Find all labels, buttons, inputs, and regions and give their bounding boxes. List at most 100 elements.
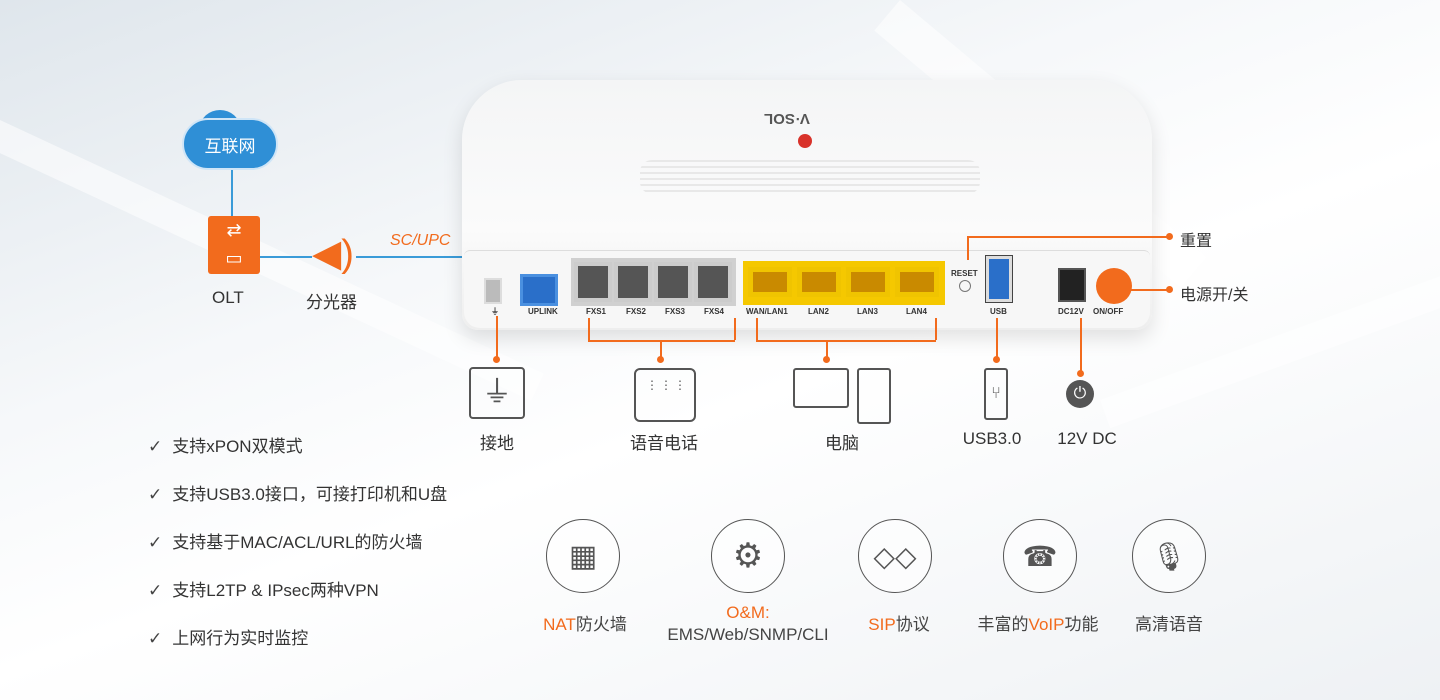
brand-logo: V·SOL bbox=[764, 110, 810, 127]
connector-dot bbox=[993, 356, 1000, 363]
port-label-lan4: LAN4 bbox=[906, 307, 927, 316]
port-label-dc12v: DC12V bbox=[1058, 307, 1084, 316]
label-phone: 语音电话 bbox=[630, 434, 698, 453]
usb-stick-icon: ⑂ bbox=[984, 368, 1008, 420]
firewall-icon: ▦ bbox=[546, 519, 620, 593]
reset-button[interactable] bbox=[959, 280, 971, 292]
port-label-uplink: UPLINK bbox=[528, 307, 558, 316]
connector-label: SC/UPC bbox=[390, 232, 451, 249]
port-label-usb: USB bbox=[990, 307, 1007, 316]
uplink-port bbox=[520, 274, 558, 306]
link-line bbox=[231, 170, 233, 216]
check-item: ✓ 上网行为实时监控 bbox=[148, 624, 308, 649]
fxs-port bbox=[654, 262, 692, 302]
gear-icon: ⚙ bbox=[711, 519, 785, 593]
connector-line bbox=[756, 318, 758, 340]
connector-line bbox=[826, 340, 828, 358]
check-text: 上网行为实时监控 bbox=[172, 629, 309, 648]
connector-line bbox=[588, 340, 735, 342]
label-pc: 电脑 bbox=[825, 434, 859, 453]
check-text: 支持xPON双模式 bbox=[172, 437, 303, 456]
connector-line bbox=[1080, 318, 1082, 372]
callout-line bbox=[967, 236, 1167, 238]
connector-dot bbox=[493, 356, 500, 363]
fiber-line bbox=[356, 256, 540, 258]
check-icon: ✓ bbox=[148, 581, 163, 600]
fxs-port bbox=[614, 262, 652, 302]
power-icon: ⏻ bbox=[1066, 380, 1094, 408]
feature-nat: NAT防火墙 bbox=[543, 615, 627, 634]
cloud-label: 互联网 bbox=[204, 136, 256, 156]
ground-symbol: ⏚ bbox=[491, 307, 499, 316]
label-12v-dc: 12V DC bbox=[1057, 429, 1117, 448]
check-item: ✓ 支持USB3.0接口，可接打印机和U盘 bbox=[148, 480, 447, 505]
olt-label: OLT bbox=[212, 288, 244, 307]
connector-dot bbox=[657, 356, 664, 363]
callout-dot bbox=[1166, 286, 1173, 293]
connector-line bbox=[734, 318, 736, 340]
port-label-fxs4: FXS4 bbox=[704, 307, 725, 316]
check-item: ✓ 支持基于MAC/ACL/URL的防火墙 bbox=[148, 528, 423, 553]
port-label-lan2: LAN2 bbox=[808, 307, 829, 316]
connector-dot bbox=[1077, 370, 1084, 377]
connector-line bbox=[588, 318, 590, 340]
dc-jack bbox=[1058, 268, 1086, 302]
lan-port bbox=[895, 267, 939, 297]
label-usb3: USB3.0 bbox=[962, 429, 1022, 448]
splitter-label: 分光器 bbox=[306, 293, 357, 312]
connector-line bbox=[996, 318, 998, 358]
check-icon: ✓ bbox=[148, 629, 163, 648]
ground-icon: ⏚ bbox=[469, 367, 525, 419]
check-item: ✓ 支持xPON双模式 bbox=[148, 432, 303, 457]
cloud-icon: 互联网 bbox=[182, 118, 278, 170]
callout-line bbox=[1128, 289, 1168, 291]
check-text: 支持USB3.0接口，可接打印机和U盘 bbox=[172, 485, 448, 504]
port-label-lan3: LAN3 bbox=[857, 307, 878, 316]
connector-line bbox=[660, 340, 662, 358]
port-label-wan-lan1: WAN/LAN1 bbox=[746, 307, 788, 316]
check-text: 支持L2TP & IPsec两种VPN bbox=[172, 581, 379, 600]
lan-port bbox=[797, 267, 841, 297]
connector-line bbox=[935, 318, 937, 340]
port-label-fxs3: FXS3 bbox=[665, 307, 686, 316]
vent-grille bbox=[640, 160, 980, 194]
ground-screw bbox=[484, 278, 502, 304]
callout-dot bbox=[1166, 233, 1173, 240]
connector-line bbox=[756, 340, 936, 342]
check-text: 支持基于MAC/ACL/URL的防火墙 bbox=[172, 533, 423, 552]
sip-icon: ◇◇ bbox=[858, 519, 932, 593]
fxs-port bbox=[694, 262, 732, 302]
power-callout: 电源开/关 bbox=[1180, 287, 1249, 304]
power-button[interactable] bbox=[1096, 268, 1132, 304]
check-icon: ✓ bbox=[148, 533, 163, 552]
check-item: ✓ 支持L2TP & IPsec两种VPN bbox=[148, 576, 379, 601]
callout-line bbox=[967, 236, 969, 260]
monitor-icon bbox=[793, 368, 849, 408]
olt-icon: ⇄▭ bbox=[208, 216, 260, 274]
lan-port bbox=[846, 267, 890, 297]
feature-om: O&M:EMS/Web/SNMP/CLI bbox=[667, 603, 829, 644]
microphone-icon: 🎙 bbox=[1132, 519, 1206, 593]
reset-callout: 重置 bbox=[1180, 233, 1213, 250]
port-label-fxs2: FXS2 bbox=[626, 307, 647, 316]
feature-voip: 丰富的VoIP功能 bbox=[977, 615, 1099, 634]
port-label-fxs1: FXS1 bbox=[586, 307, 607, 316]
feature-sip: SIP协议 bbox=[868, 615, 930, 634]
desk-phone-icon: ☎ bbox=[1003, 519, 1077, 593]
pc-tower-icon bbox=[857, 368, 891, 424]
lan-port bbox=[748, 267, 792, 297]
usb-port bbox=[985, 255, 1013, 303]
port-label-reset: RESET bbox=[951, 269, 978, 278]
check-icon: ✓ bbox=[148, 485, 163, 504]
splitter-icon: ◀) bbox=[312, 233, 354, 275]
fxs-port bbox=[574, 262, 612, 302]
connector-dot bbox=[823, 356, 830, 363]
link-line bbox=[260, 256, 312, 258]
feature-hd-voice: 高清语音 bbox=[1135, 615, 1203, 634]
brand-mark bbox=[798, 134, 812, 148]
connector-line bbox=[496, 316, 498, 358]
phone-icon: ⋮⋮⋮ bbox=[634, 368, 696, 422]
port-label-onoff: ON/OFF bbox=[1093, 307, 1124, 316]
check-icon: ✓ bbox=[148, 437, 163, 456]
label-ground: 接地 bbox=[480, 434, 514, 453]
